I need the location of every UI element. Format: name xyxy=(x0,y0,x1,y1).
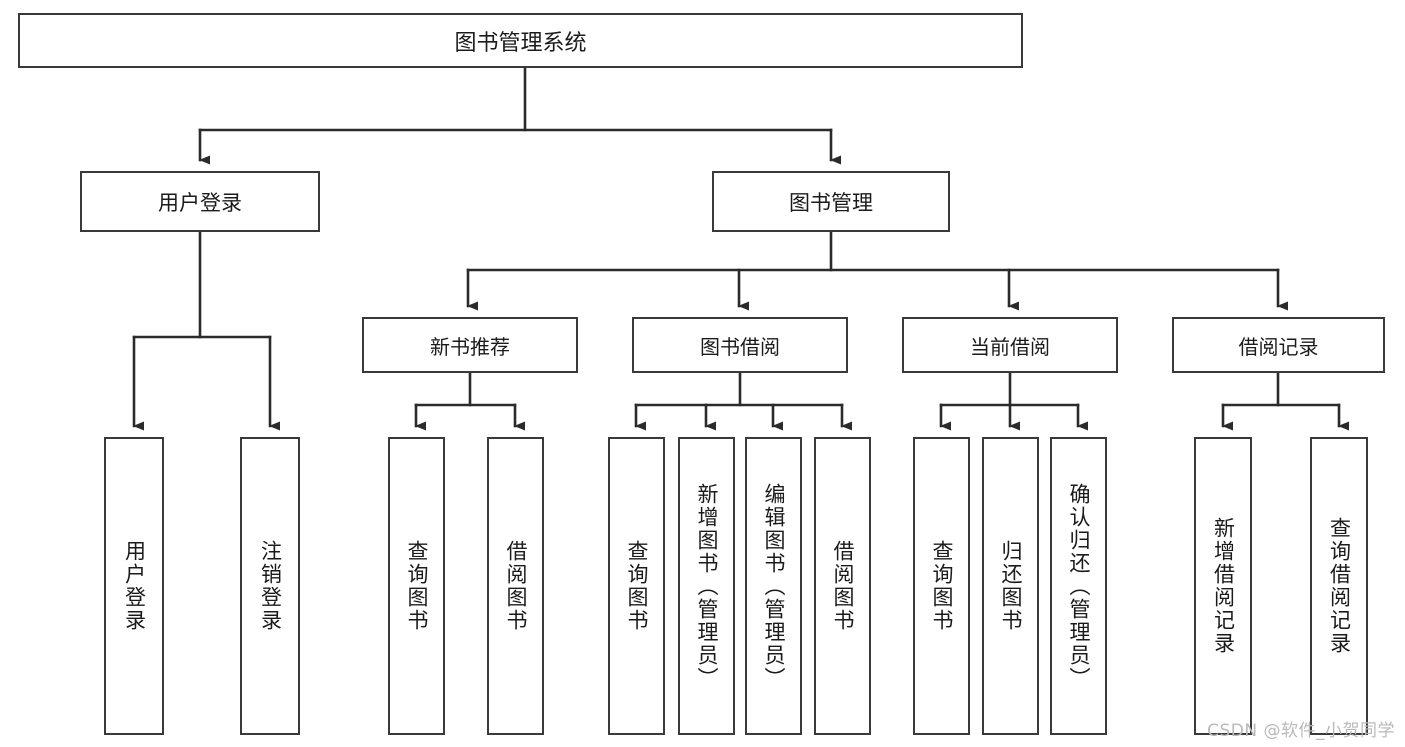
leaf-node-1-label: 注销登录 xyxy=(258,540,283,632)
leaf-node-4-label: 查询图书 xyxy=(625,540,649,632)
leaf-node-7-label: 借阅图书 xyxy=(831,540,855,632)
watermark-text: CSDN @软件_小贺同学 xyxy=(1207,721,1395,741)
root-node-book-management-system[interactable]: 图书管理系统 xyxy=(18,13,1023,68)
level3-node-2-label: 当前借阅 xyxy=(970,334,1050,359)
level3-node-0-label: 新书推荐 xyxy=(430,334,510,359)
leaf-node-4[interactable]: 查询图书 xyxy=(608,437,665,735)
level3-node-0[interactable]: 新书推荐 xyxy=(362,317,578,373)
leaf-node-1[interactable]: 注销登录 xyxy=(240,437,300,735)
leaf-node-0[interactable]: 用户登录 xyxy=(104,437,164,735)
leaf-node-8[interactable]: 查询图书 xyxy=(913,437,970,735)
leaf-node-10[interactable]: 确认归还（管理员） xyxy=(1050,437,1107,735)
leaf-node-6[interactable]: 编辑图书（管理员） xyxy=(745,437,802,735)
leaf-node-0-label: 用户登录 xyxy=(122,540,147,632)
level2-node-0[interactable]: 用户登录 xyxy=(80,171,320,232)
level3-node-3[interactable]: 借阅记录 xyxy=(1172,317,1385,373)
level2-node-1-label: 图书管理 xyxy=(789,190,873,215)
level3-node-1[interactable]: 图书借阅 xyxy=(632,317,848,373)
level3-node-1-label: 图书借阅 xyxy=(700,334,780,359)
leaf-node-2[interactable]: 查询图书 xyxy=(388,437,445,735)
level2-node-1[interactable]: 图书管理 xyxy=(712,171,950,232)
level3-node-3-label: 借阅记录 xyxy=(1238,334,1319,359)
leaf-node-9[interactable]: 归还图书 xyxy=(982,437,1039,735)
leaf-node-2-label: 查询图书 xyxy=(405,540,429,632)
leaf-node-11-label: 新增借阅记录 xyxy=(1211,517,1236,655)
leaf-node-3-label: 借阅图书 xyxy=(504,540,528,632)
leaf-node-7[interactable]: 借阅图书 xyxy=(814,437,871,735)
root-node-book-management-system-label: 图书管理系统 xyxy=(454,30,587,56)
leaf-node-12[interactable]: 查询借阅记录 xyxy=(1310,437,1368,735)
leaf-node-5-label: 新增图书（管理员） xyxy=(695,482,719,690)
leaf-node-11[interactable]: 新增借阅记录 xyxy=(1194,437,1252,735)
leaf-node-8-label: 查询图书 xyxy=(930,540,954,632)
level3-node-2[interactable]: 当前借阅 xyxy=(902,317,1118,373)
leaf-node-5[interactable]: 新增图书（管理员） xyxy=(678,437,735,735)
leaf-node-6-label: 编辑图书（管理员） xyxy=(762,482,786,690)
level2-node-0-label: 用户登录 xyxy=(158,190,242,215)
leaf-node-3[interactable]: 借阅图书 xyxy=(487,437,544,735)
leaf-node-9-label: 归还图书 xyxy=(999,540,1023,632)
leaf-node-12-label: 查询借阅记录 xyxy=(1327,517,1352,655)
leaf-node-10-label: 确认归还（管理员） xyxy=(1067,482,1091,690)
